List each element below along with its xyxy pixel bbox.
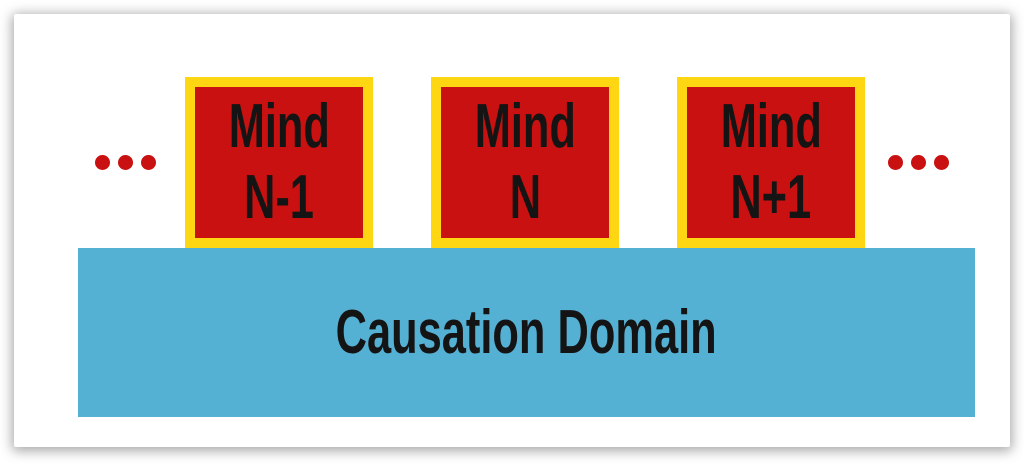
mind-box-label-line2: N+1 [730, 162, 812, 232]
dot-icon [141, 155, 156, 170]
dot-icon [934, 155, 949, 170]
causation-domain-bar: Causation Domain [78, 248, 975, 417]
mind-box-label-line2: N-1 [244, 162, 314, 232]
mind-box-n-minus-1: Mind N-1 [185, 77, 373, 248]
mind-box-n: Mind N [431, 77, 619, 248]
dot-icon [118, 155, 133, 170]
mind-box-label-line2: N [509, 162, 541, 232]
dot-icon [888, 155, 903, 170]
dot-icon [95, 155, 110, 170]
slide-card: Mind N-1 Mind N Mind N+1 Causation Domai… [14, 14, 1010, 447]
mind-box-label-line1: Mind [228, 91, 330, 161]
dot-icon [911, 155, 926, 170]
mind-box-label-line1: Mind [720, 91, 822, 161]
causation-domain-label: Causation Domain [335, 297, 717, 367]
mind-box-label-line1: Mind [474, 91, 576, 161]
ellipsis-dots-left-icon [95, 155, 156, 170]
ellipsis-dots-right-icon [888, 155, 949, 170]
mind-box-n-plus-1: Mind N+1 [677, 77, 865, 248]
